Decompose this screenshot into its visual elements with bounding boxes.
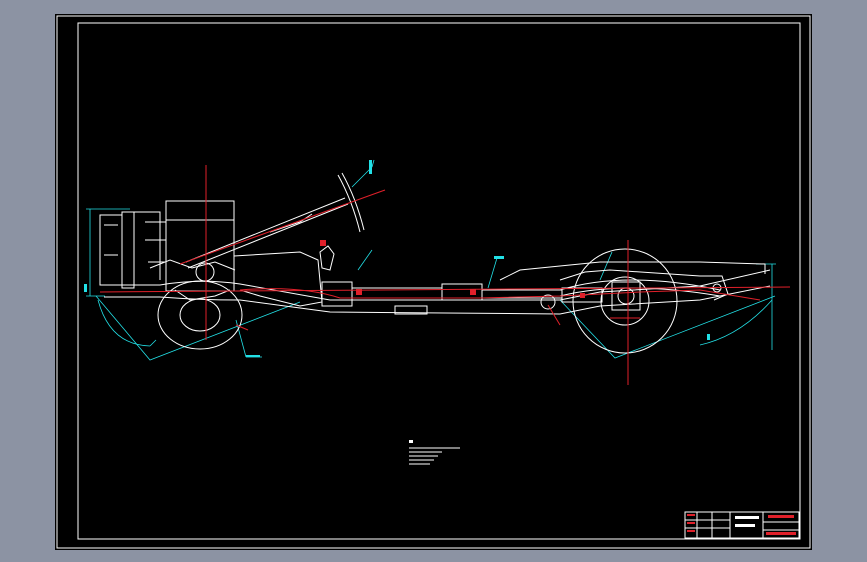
outer-border: [56, 15, 811, 549]
center-lines: [99, 165, 791, 385]
chassis-outline: [99, 172, 771, 465]
inner-border: [77, 22, 801, 540]
title-block: [684, 511, 800, 539]
dimension-lines: [84, 159, 776, 361]
